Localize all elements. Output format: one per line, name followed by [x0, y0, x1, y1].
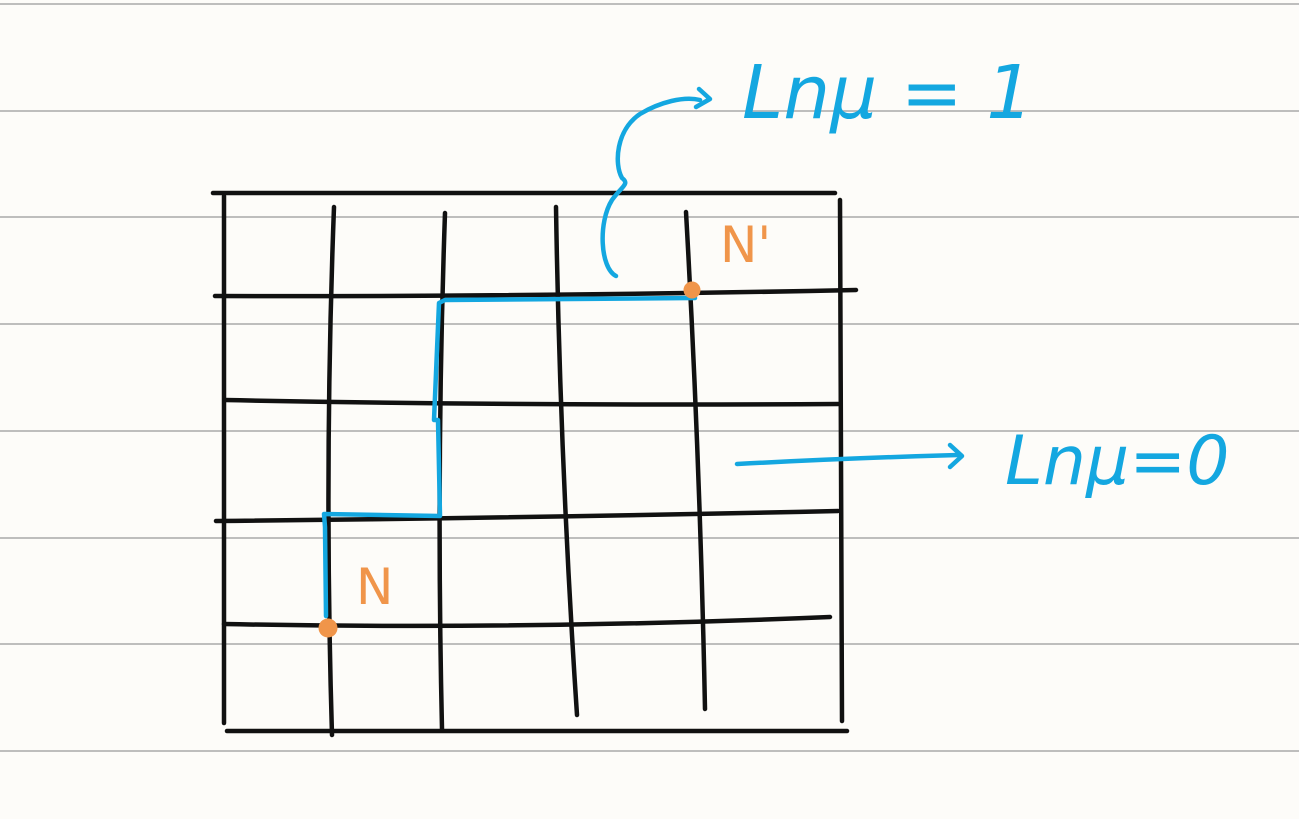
point-n-label: N	[356, 558, 394, 616]
grid-line-horizontal	[212, 287, 859, 299]
grid-line-horizontal	[221, 614, 833, 629]
grid-line-horizontal	[222, 397, 841, 407]
blue-path	[321, 295, 698, 619]
middle-arrow-head	[947, 442, 965, 470]
grid-line-vertical	[683, 209, 708, 712]
brace-annotation	[600, 96, 703, 279]
middle-annotation-label: Lnμ=0	[1005, 422, 1230, 501]
ruled-lines	[0, 3, 1299, 752]
point-n-prime-label: N'	[720, 216, 772, 274]
point-n-marker	[318, 618, 338, 638]
top-annotation-label: Lnμ = 1	[742, 50, 1034, 136]
point-n-prime-marker	[683, 281, 701, 299]
grid-line-vertical	[326, 204, 337, 738]
brace-arrow-head	[693, 86, 713, 110]
grid-line-vertical	[553, 204, 580, 718]
middle-arrow-annotation	[734, 452, 961, 467]
grid-line-horizontal	[213, 508, 841, 524]
